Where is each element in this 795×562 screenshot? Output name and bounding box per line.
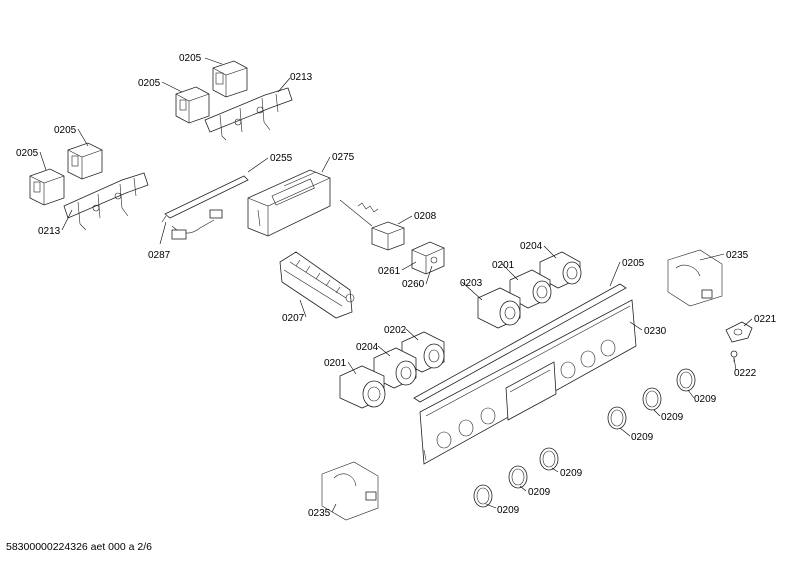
knob-ring xyxy=(473,484,493,508)
callout-label: 0205 xyxy=(16,148,39,159)
knob-ring xyxy=(676,368,696,392)
callout-label: 0204 xyxy=(356,342,379,353)
callout-label: 0213 xyxy=(290,72,313,83)
callout-label: 0203 xyxy=(460,278,483,289)
callout-label: 0204 xyxy=(520,241,543,252)
callout-label: 0260 xyxy=(402,279,425,290)
document-reference: 58300000224326 aet 000 a 2/6 xyxy=(6,541,152,553)
lamp-assembly-right xyxy=(667,249,723,307)
callout-label: 0255 xyxy=(270,153,293,164)
knob-ring xyxy=(539,447,559,471)
oven-thermostat xyxy=(339,199,405,251)
regulator-bracket-left xyxy=(63,172,149,231)
callout-label: 0209 xyxy=(528,487,551,498)
callout-label: 0202 xyxy=(384,325,407,336)
callout-label: 0209 xyxy=(631,432,654,443)
energy-regulator-left-upper xyxy=(67,142,103,180)
callout-label: 0205 xyxy=(179,53,202,64)
callout-label: 0230 xyxy=(644,326,667,337)
callout-label: 0209 xyxy=(560,468,583,479)
regulator-bracket-top xyxy=(204,87,293,141)
lamp-assembly-left xyxy=(321,461,379,521)
callout-label: 0201 xyxy=(492,260,515,271)
callout-label: 0235 xyxy=(308,508,331,519)
callout-label: 0222 xyxy=(734,368,757,379)
switch-bracket xyxy=(411,241,445,275)
callout-label: 0209 xyxy=(661,412,684,423)
rotary-switch-0201-lower xyxy=(339,365,386,409)
control-panel-rail xyxy=(413,283,627,403)
control-panel-fascia xyxy=(419,299,637,465)
leader-lines xyxy=(39,57,753,513)
knob-ring xyxy=(508,465,528,489)
knob-ring xyxy=(642,387,662,411)
callout-label: 0209 xyxy=(694,394,717,405)
callout-label: 0205 xyxy=(622,258,645,269)
callout-label: 0205 xyxy=(138,78,161,89)
terminal-block xyxy=(279,251,355,319)
callout-label: 0209 xyxy=(497,505,520,516)
cable-harness xyxy=(161,175,249,240)
callout-label: 0213 xyxy=(38,226,61,237)
electronic-module xyxy=(247,169,331,237)
rotary-switch-0203 xyxy=(477,287,521,329)
callout-label: 0221 xyxy=(754,314,777,325)
callout-label: 0287 xyxy=(148,250,171,261)
callout-label: 0275 xyxy=(332,152,355,163)
callout-label: 0207 xyxy=(282,313,305,324)
callout-label: 0201 xyxy=(324,358,347,369)
energy-regulator-left-lower xyxy=(29,168,65,206)
callout-labels: 0205 0205 0213 0205 0205 0213 0255 0275 … xyxy=(16,53,777,519)
knob-ring xyxy=(607,406,627,430)
door-switch-part xyxy=(725,321,753,343)
callout-label: 0235 xyxy=(726,250,749,261)
rotary-switch-0204-upper xyxy=(539,251,582,289)
callout-label: 0205 xyxy=(54,125,77,136)
energy-regulator-top-right xyxy=(212,60,248,98)
fixing-screw xyxy=(730,350,738,362)
rotary-switch-0204-lower xyxy=(373,347,417,389)
callout-label: 0208 xyxy=(414,211,437,222)
energy-regulator-top-left xyxy=(175,86,210,124)
callout-label: 0261 xyxy=(378,266,401,277)
